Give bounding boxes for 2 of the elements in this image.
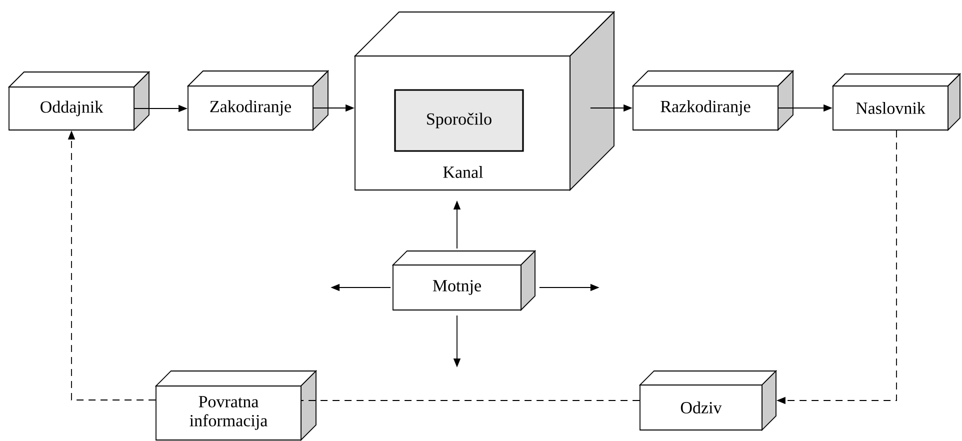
inner-box: Sporočilo xyxy=(394,89,524,152)
dashed-line xyxy=(301,400,640,401)
